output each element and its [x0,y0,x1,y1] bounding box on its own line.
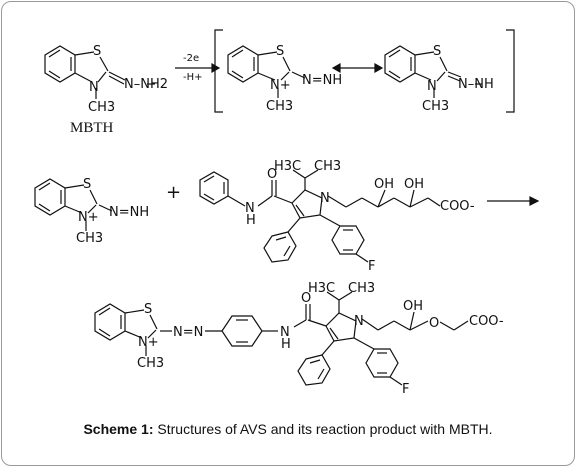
reagent-proton: -H+ [183,72,203,83]
int2-n-atom: N [427,79,437,94]
reagent-s-atom: S [83,177,91,192]
product-ether-o: O [429,316,439,331]
avs-h3c: H3C [274,159,301,174]
mbth-structure [44,45,155,99]
avs-carboxylate: COO- [440,199,475,214]
product-oh: OH [403,299,423,314]
int2-ch3: CH3 [422,99,449,114]
product-fluorine: F [402,382,409,397]
product-h3c: H3C [308,281,335,296]
caption-label: Scheme 1: [83,421,154,437]
intermediate-form-2 [384,45,482,98]
reagent-ch3: CH3 [76,231,103,246]
avs-structure [199,169,441,263]
avs-oh-1: OH [374,177,394,192]
product-n-plus: N+ [138,335,159,350]
mbth-s-atom: S [93,44,101,59]
product-ch3: CH3 [137,356,164,371]
product-carbonyl-o: O [301,291,311,306]
avs-fluorine: F [368,259,375,274]
product-amide-n: N [280,325,290,340]
product-structure [94,291,469,386]
int2-s-atom: S [433,44,441,59]
reaction-arrow-1 [175,62,221,74]
avs-ch3: CH3 [314,159,341,174]
int1-diazo: N=NH [302,73,342,88]
int1-n-plus: N+ [270,78,291,93]
avs-amide-h: H [246,213,256,228]
reagent-diazo: N=NH [109,205,149,220]
mbth-ch3: CH3 [88,100,115,115]
diazonium-reagent [34,178,113,231]
mbth-n-atom: N [89,80,99,95]
reagent-electrons: -2e [183,53,199,64]
int1-s-atom: S [276,44,284,59]
int2-radical: N–NH [458,77,494,92]
reagent-n-plus: N+ [78,210,99,225]
avs-pyrrole-n: N [320,191,330,206]
plus-sign: + [166,182,181,203]
mbth-hydrazone: N–NH2 [124,77,168,92]
scheme-caption: Scheme 1: Structures of AVS and its reac… [0,421,576,437]
product-carboxylate: COO- [469,314,504,329]
int1-ch3: CH3 [266,99,293,114]
product-ch3b: CH3 [348,281,375,296]
product-pyrrole-n: N [354,314,364,329]
avs-oh-2: OH [404,177,424,192]
product-s-atom: S [144,302,152,317]
intermediate-form-1 [227,45,306,98]
resonance-arrow [331,62,384,74]
avs-amide-n: N [245,201,255,216]
mbth-name-label: MBTH [70,120,114,136]
reaction-arrow-2 [487,196,540,206]
avs-carbonyl-o: O [267,167,277,182]
caption-text: Structures of AVS and its reaction produ… [153,421,493,437]
product-azo: N=N [173,325,203,340]
product-amide-h: H [281,337,291,352]
